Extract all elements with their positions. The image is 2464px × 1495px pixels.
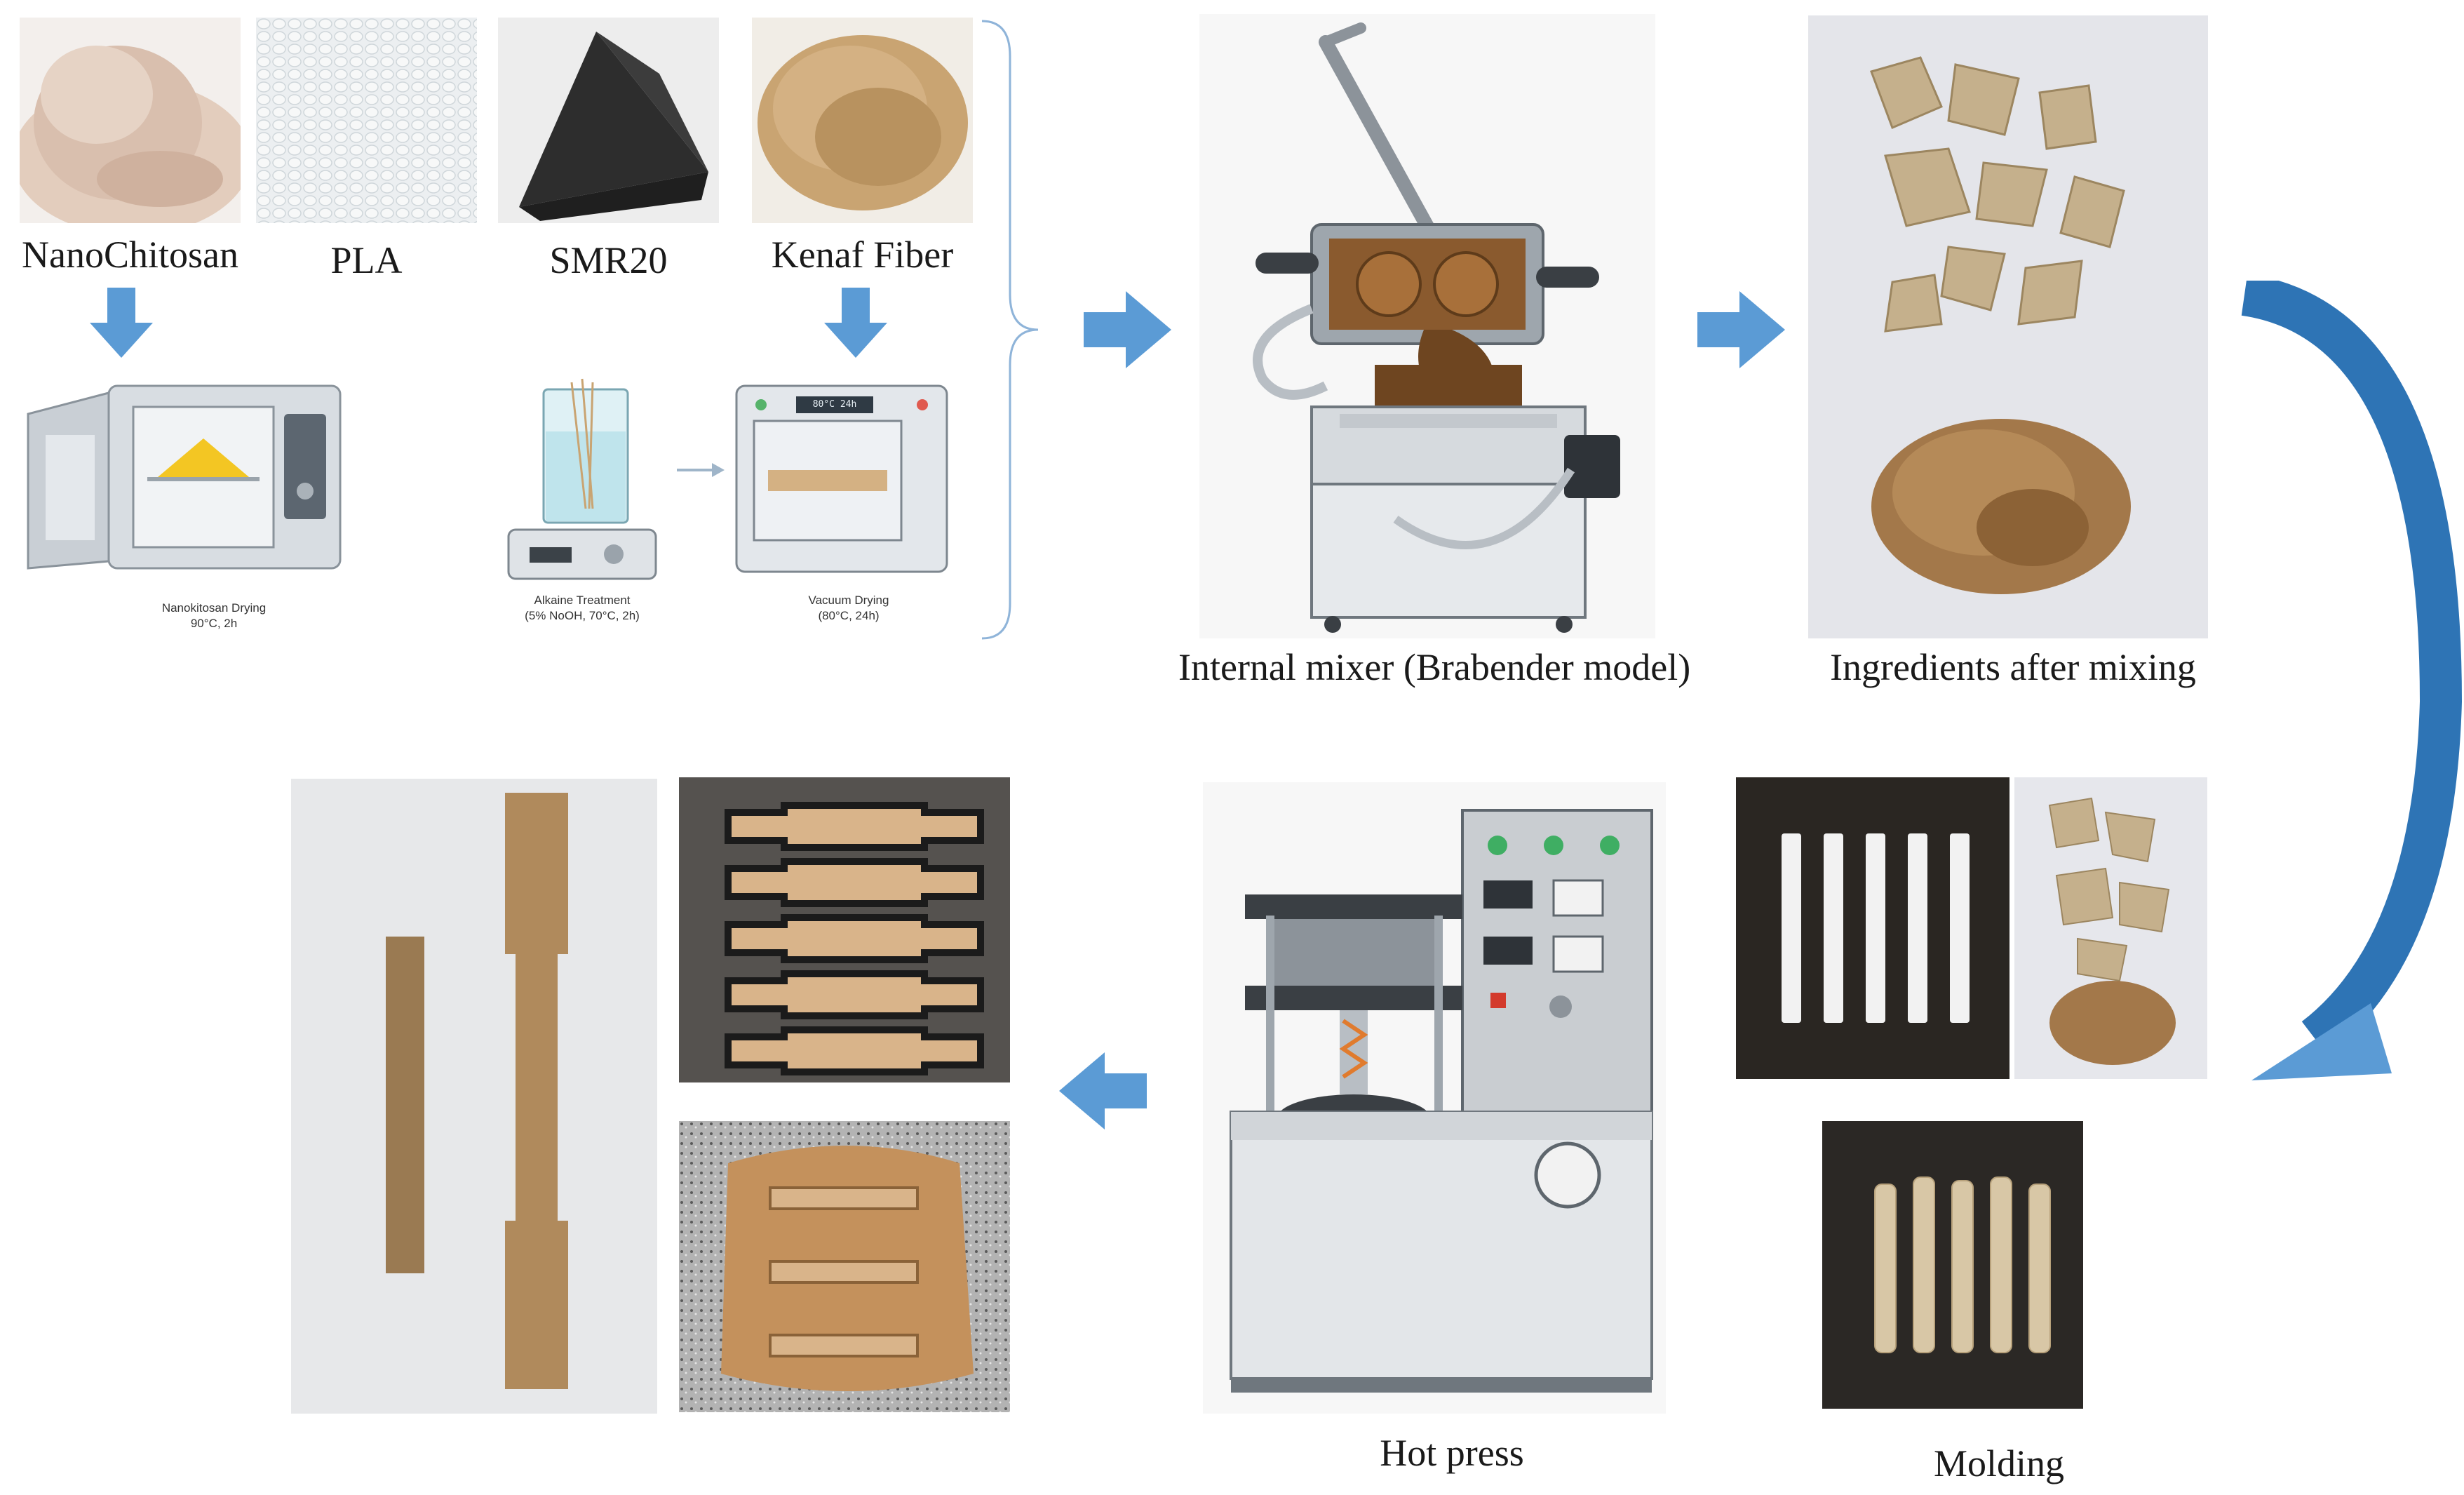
mold-photo — [1736, 777, 2009, 1079]
molded-samples-photo — [1822, 1121, 2083, 1409]
mold-ingredients-photo — [2014, 777, 2207, 1079]
mixer-label: Internal mixer (Brabender model) — [1178, 646, 1691, 688]
internal-mixer-illustration — [1199, 14, 1655, 638]
specimens-plate-photo — [679, 777, 1010, 1082]
oven-illustration: Nanokitosan Drying 90°C, 2h — [18, 372, 351, 638]
ingredients-photo — [1808, 15, 2208, 638]
oven-caption-title: Nanokitosan Drying — [161, 601, 267, 615]
pla-photo — [256, 18, 477, 223]
nanochitosan-photo — [20, 18, 241, 223]
input-group-bracket — [981, 20, 1039, 640]
kenaf-photo — [752, 18, 973, 223]
alkaline-caption-cond: (5% NoOH, 70°C, 2h) — [525, 609, 640, 622]
curved-arrow-to-molding — [2241, 281, 2462, 1080]
smr20-photo — [498, 18, 719, 223]
vacuum-oven-display: 80°C 24h — [812, 399, 857, 410]
alkaline-treatment-illustration: 80°C 24h Alkaine Treatment (5% NoOH, 70°… — [501, 368, 957, 635]
down-arrow-nanochitosan — [90, 288, 153, 358]
oven-caption-cond: 90°C, 2h — [190, 617, 238, 630]
hot-press-illustration — [1203, 782, 1666, 1414]
down-arrow-kenaf — [824, 288, 887, 358]
ingredients-label: Ingredients after mixing — [1830, 646, 2196, 688]
molding-label: Molding — [1933, 1442, 2065, 1484]
tensile-specimens-photo — [291, 779, 657, 1414]
alkaline-caption-title: Alkaine Treatment — [534, 594, 631, 607]
arrow-to-specimens — [1059, 1052, 1147, 1129]
arrow-to-ingredients — [1697, 291, 1785, 368]
pressed-sheet-photo — [679, 1121, 1010, 1412]
pla-label: PLA — [330, 239, 403, 281]
vacuum-caption-cond: (80°C, 24h) — [818, 609, 880, 622]
vacuum-caption-title: Vacuum Drying — [808, 594, 889, 607]
arrow-to-mixer — [1084, 291, 1171, 368]
hot-press-label: Hot press — [1380, 1432, 1524, 1474]
smr20-label: SMR20 — [549, 239, 668, 281]
kenaf-label: Kenaf Fiber — [771, 234, 954, 276]
nanochitosan-label: NanoChitosan — [22, 234, 238, 276]
